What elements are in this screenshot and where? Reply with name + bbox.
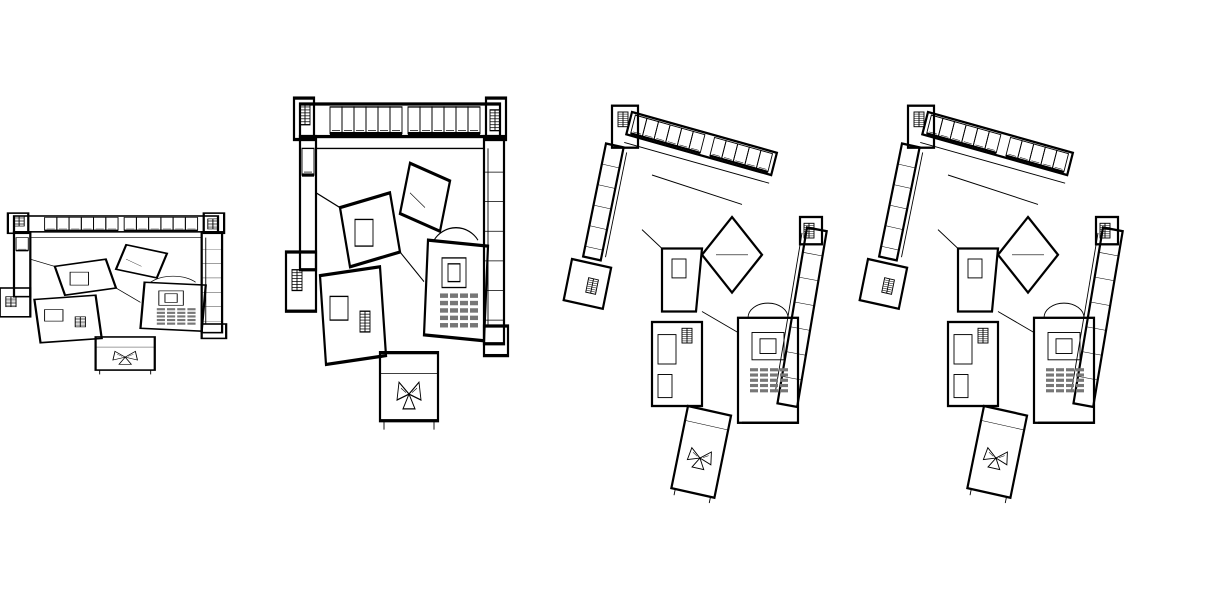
floor-plan-2 bbox=[286, 98, 508, 430]
floor-plan-3 bbox=[564, 106, 827, 504]
floor-plan-1 bbox=[0, 213, 226, 374]
floor-plan-4 bbox=[860, 106, 1123, 504]
